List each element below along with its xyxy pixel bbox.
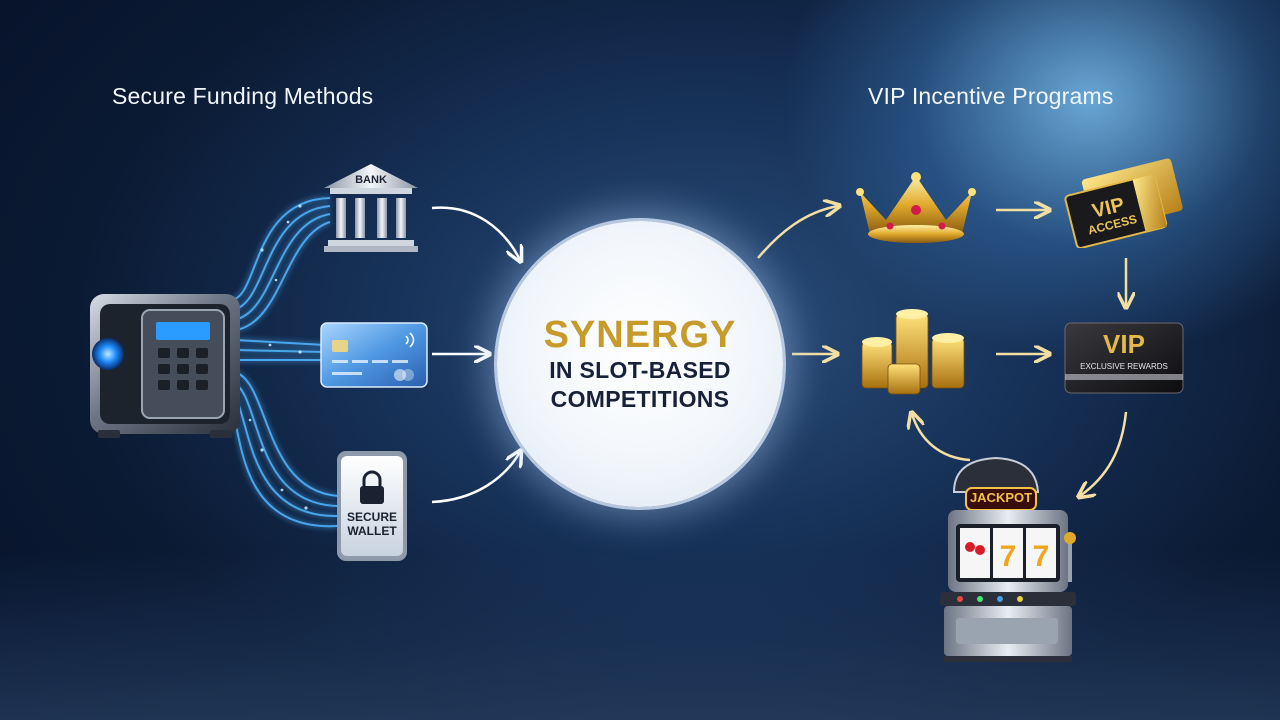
right-section-title: VIP Incentive Programs: [868, 83, 1114, 109]
center-line-2: COMPETITIONS: [550, 386, 730, 412]
arrow-wallet-to-center: [431, 452, 520, 504]
vip-card-title: VIP: [1103, 329, 1145, 359]
vip-card-icon: [1064, 322, 1184, 394]
bank-building-icon: [324, 164, 418, 252]
wallet-label: SECURE WALLET: [336, 510, 408, 538]
safe-vault-icon: [90, 294, 240, 438]
slot-machine-icon: 7 7: [940, 456, 1076, 662]
bank-label: BANK: [355, 174, 387, 186]
arrow-center-to-crown: [757, 206, 838, 259]
credit-card-icon: [320, 322, 428, 388]
left-section-title: Secure Funding Methods: [112, 83, 374, 109]
secure-wallet-phone-icon: [337, 451, 407, 561]
center-synergy-circle: SYNERGY IN SLOT-BASED COMPETITIONS: [497, 221, 783, 507]
arrow-bank-to-center: [431, 206, 520, 260]
jackpot-sign: JACKPOT: [969, 490, 1033, 505]
vip-ticket-icon: [1064, 158, 1183, 248]
vip-card-subtitle: EXCLUSIVE REWARDS: [1080, 362, 1168, 371]
wallet-label-line1: SECURE: [346, 510, 397, 524]
background-glow: [780, 0, 1280, 360]
arrow-card-to-slot: [1080, 411, 1128, 496]
center-title: SYNERGY: [543, 314, 737, 356]
crown-icon: [856, 172, 976, 243]
fiber-sparkles: [248, 204, 308, 510]
gold-coins-icon: [861, 309, 965, 395]
center-line-1: IN SLOT-BASED: [549, 357, 731, 383]
arrow-slot-to-coins: [912, 414, 971, 462]
svg-text:7: 7: [1033, 540, 1050, 573]
wallet-label-line2: WALLET: [347, 524, 397, 538]
svg-text:7: 7: [1000, 540, 1017, 573]
